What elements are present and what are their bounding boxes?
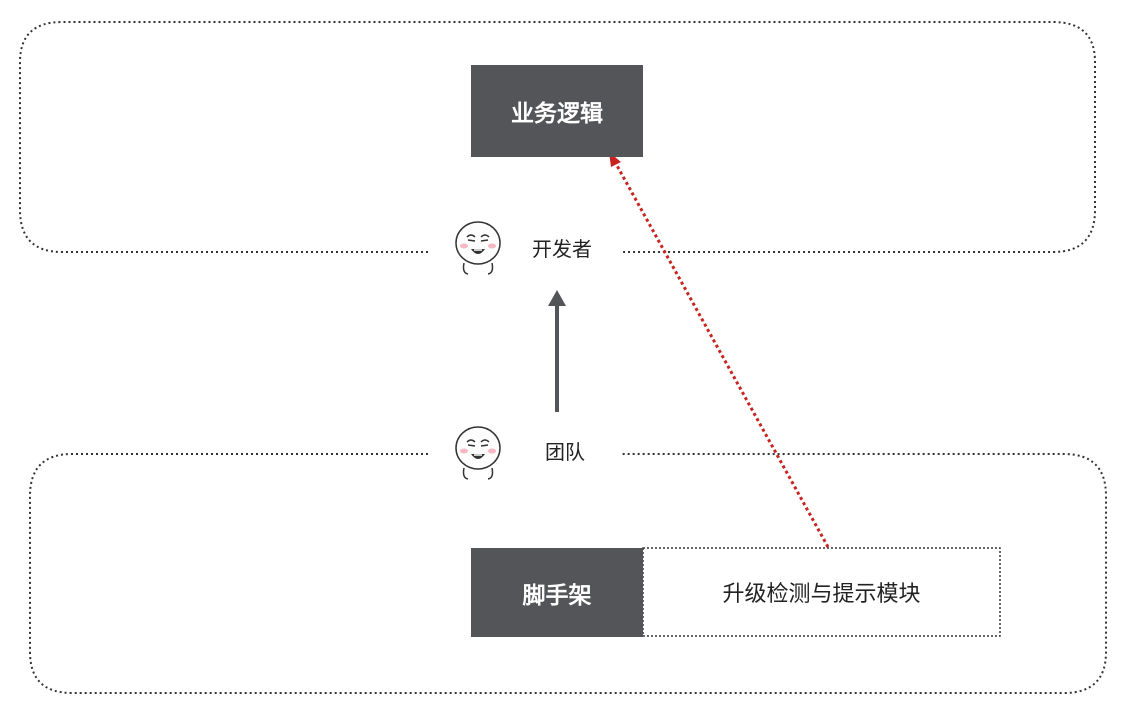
top-frame [19,21,1096,253]
meme-face-icon [455,221,501,275]
meme-face-icon [455,426,501,480]
module-to-business-arrow [609,152,830,548]
upgrade-module-box: 升级检测与提示模块 [643,548,1000,636]
scaffold-box: 脚手架 [471,548,643,637]
bottom-frame [29,453,1107,694]
team-label: 团队 [545,440,585,464]
upgrade-module-border [642,547,1001,637]
business-logic-box: 业务逻辑 [471,65,643,157]
team-to-developer-arrow [548,290,566,412]
developer-label: 开发者 [532,237,592,261]
upgrade-module-label: 升级检测与提示模块 [722,582,921,607]
business-logic-label: 业务逻辑 [511,101,603,127]
scaffold-label: 脚手架 [522,582,592,609]
